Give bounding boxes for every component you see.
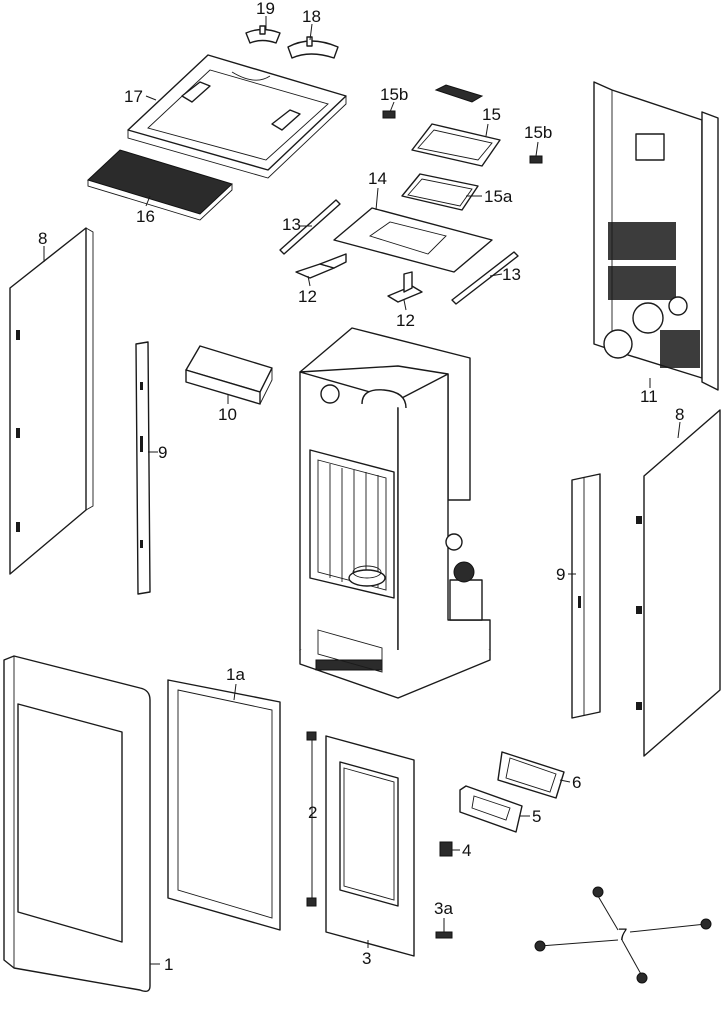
part-1a-inner-frame xyxy=(167,679,281,931)
part-15b-right-clip xyxy=(529,155,543,164)
part-19-cap xyxy=(245,25,281,44)
label-14: 14 xyxy=(368,169,387,188)
label-9-right: 9 xyxy=(556,565,565,584)
part-15a-gasket xyxy=(401,173,479,211)
leader-lines xyxy=(43,16,681,965)
part-12-left-bracket xyxy=(295,253,347,279)
part-labels: 1 1a 2 3 3a 4 5 6 7 8 8 9 9 10 11 12 12 … xyxy=(38,0,684,974)
part-16-grate xyxy=(87,149,233,221)
label-6: 6 xyxy=(572,773,581,792)
label-1a: 1a xyxy=(226,665,245,684)
label-4: 4 xyxy=(462,841,471,860)
label-13-right: 13 xyxy=(502,265,521,284)
stove-main-body xyxy=(299,327,491,699)
label-15: 15 xyxy=(482,105,501,124)
part-15b-left-clip xyxy=(382,110,396,119)
label-13-left: 13 xyxy=(282,215,301,234)
label-10: 10 xyxy=(218,405,237,424)
part-14-inner-plate xyxy=(333,207,493,273)
rear-vent-slots xyxy=(608,222,700,368)
label-15b-left: 15b xyxy=(380,85,408,104)
part-7-feet xyxy=(534,886,712,984)
part-10-deflector xyxy=(185,345,273,405)
label-1: 1 xyxy=(164,955,173,974)
part-5-plate xyxy=(459,785,523,833)
firebox-bars xyxy=(329,464,379,588)
label-15a: 15a xyxy=(484,187,513,206)
label-3a: 3a xyxy=(434,899,453,918)
label-15b-right: 15b xyxy=(524,123,552,142)
label-19: 19 xyxy=(256,0,275,18)
part-2-hinge-rod xyxy=(306,731,317,907)
part-17-top-frame xyxy=(127,54,347,179)
part-4-latch xyxy=(439,841,453,857)
label-12-left: 12 xyxy=(298,287,317,306)
part-3-door xyxy=(325,735,415,957)
label-3: 3 xyxy=(362,949,371,968)
label-16: 16 xyxy=(136,207,155,226)
label-7: 7 xyxy=(618,925,627,944)
label-11: 11 xyxy=(640,387,658,406)
label-18: 18 xyxy=(302,7,321,26)
part-12-right-bracket xyxy=(387,271,423,303)
part-1-front-frame xyxy=(3,655,151,993)
part-13-right-rail xyxy=(451,251,519,305)
label-17: 17 xyxy=(124,87,143,106)
motor-assembly xyxy=(445,533,483,621)
part-11-rear-panel xyxy=(593,81,719,391)
label-2: 2 xyxy=(308,803,317,822)
label-9-left: 9 xyxy=(158,443,167,462)
label-5: 5 xyxy=(532,807,541,826)
part-6-gasket xyxy=(497,751,565,799)
part-18-cap xyxy=(287,36,339,59)
label-8-right: 8 xyxy=(675,405,684,424)
part-13-left-rail xyxy=(279,199,341,255)
part-8-right-side-panel xyxy=(636,409,721,757)
part-15-top-plate xyxy=(411,84,501,167)
part-9-left-strip xyxy=(135,341,151,595)
part-3a-handle xyxy=(435,931,453,939)
part-8-left-side-panel xyxy=(9,227,94,575)
part-9-right-strip xyxy=(571,473,601,719)
label-8-left: 8 xyxy=(38,229,47,248)
label-12-right: 12 xyxy=(396,311,415,330)
